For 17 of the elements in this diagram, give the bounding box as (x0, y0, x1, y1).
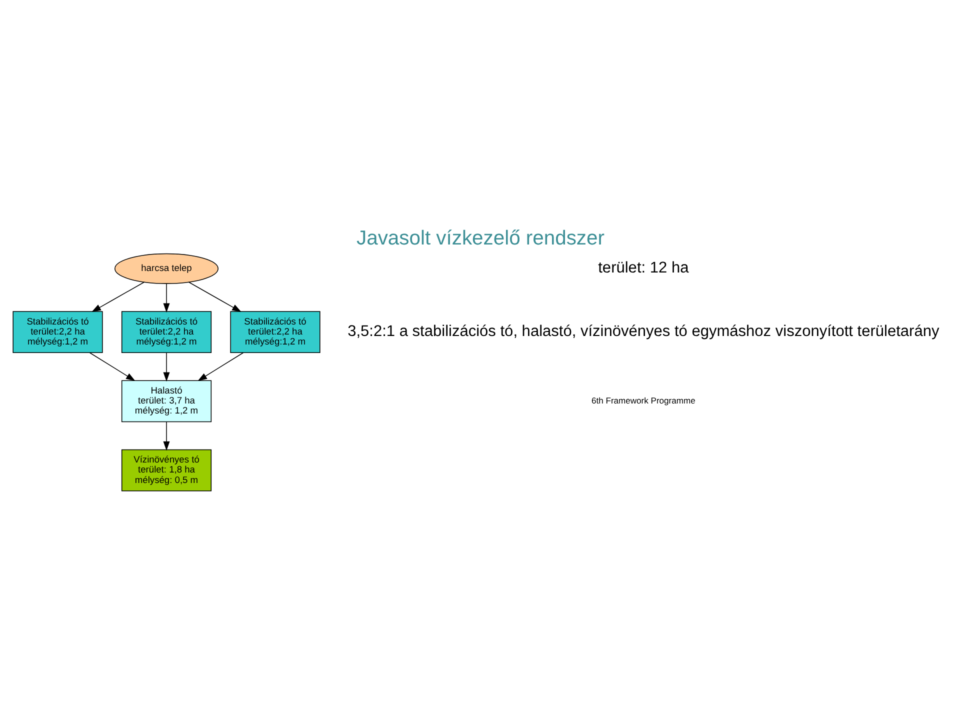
arrow (88, 352, 135, 382)
label: 3,5:2:1 a stabilizációs tó, halastó, vízinövényes tó egymáshoz viszonyított területarány (347, 322, 939, 340)
label: 6th Framework Programme (591, 395, 695, 406)
node-box: Stabilizációs tó terület:2,2 ha mélység:1,2 m (230, 311, 320, 354)
arrow (162, 283, 170, 313)
arrow (162, 352, 170, 382)
label: terület: 12 ha (598, 260, 688, 277)
arrow (162, 421, 170, 451)
node-box: Vízinövényes tó terület: 1,8 ha mélység: 0,5 m (120, 449, 212, 492)
arrow (188, 282, 241, 312)
arrow (91, 282, 144, 312)
diagram-title: Javasolt vízkezelő rendszer (356, 227, 604, 250)
node-box: Stabilizációs tó terület:2,2 ha mélység:1,2 m (120, 311, 212, 354)
node-box: Stabilizációs tó terület:2,2 ha mélység:1,2 m (12, 311, 102, 354)
arrow (197, 352, 244, 382)
node-ellipse: harcsa telep (114, 253, 218, 284)
node-box: Halastó terület: 3,7 ha mélység: 1,2 m (120, 380, 212, 422)
